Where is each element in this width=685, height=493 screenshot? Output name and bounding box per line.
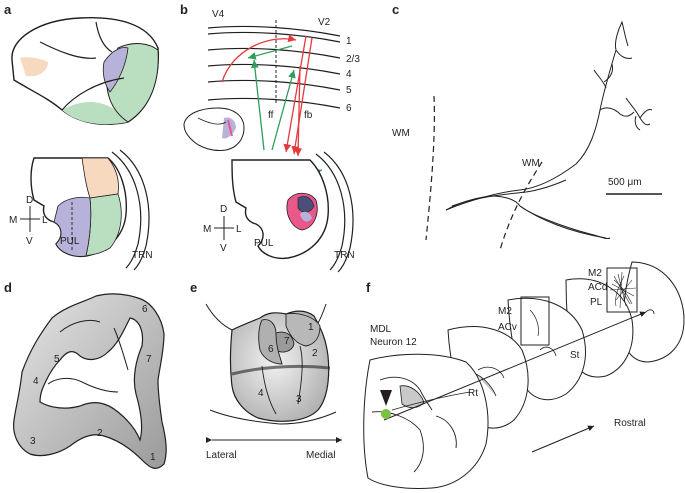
label-st: St bbox=[570, 350, 580, 361]
layer-4: 4 bbox=[346, 69, 352, 80]
region-3: 3 bbox=[296, 394, 302, 405]
pulvinar-section-a bbox=[30, 149, 150, 271]
region-2: 2 bbox=[312, 348, 318, 359]
compass-a-m: M bbox=[9, 215, 17, 226]
projection-arrow bbox=[383, 311, 647, 421]
panel-f: f MDL Neuron 12 bbox=[363, 261, 685, 489]
axon-terminal-cluster bbox=[609, 271, 637, 309]
scale-bar-label: 500 μm bbox=[608, 177, 642, 188]
soma-marker bbox=[381, 409, 391, 419]
pulvinar-section-b bbox=[231, 151, 354, 273]
trn-label-b: TRN bbox=[334, 250, 355, 261]
region-4: 4 bbox=[258, 388, 264, 399]
pul-label-a: PUL bbox=[60, 236, 80, 247]
label-rt: Rt bbox=[468, 388, 478, 399]
panel-b: b V4 V2 1 2/3 4 5 6 ff bbox=[180, 2, 360, 273]
panel-a-letter: a bbox=[4, 2, 12, 17]
panel-c: c WM WM 500 μm bbox=[392, 2, 662, 251]
label-pl: PL bbox=[590, 297, 603, 308]
lobule-7: 7 bbox=[146, 354, 152, 365]
compass-a-v: V bbox=[26, 236, 33, 247]
panel-e-letter: e bbox=[190, 280, 197, 295]
panel-c-letter: c bbox=[392, 2, 399, 17]
compass-a-d: D bbox=[26, 195, 33, 206]
axis-lateral-label: Lateral bbox=[206, 450, 237, 461]
panel-f-letter: f bbox=[366, 280, 371, 295]
wm-boundary-left bbox=[425, 95, 435, 241]
wm-boundary-center bbox=[499, 161, 543, 251]
lobule-6: 6 bbox=[142, 304, 148, 315]
axis-medial-label: Medial bbox=[306, 450, 335, 461]
region-1: 1 bbox=[308, 322, 314, 333]
label-acv: ACv bbox=[498, 322, 517, 333]
inset-box-acd bbox=[606, 267, 638, 313]
inset-box-acv bbox=[520, 296, 550, 346]
lobule-2: 2 bbox=[97, 428, 103, 439]
region-6: 6 bbox=[268, 344, 274, 355]
layer-2-3: 2/3 bbox=[346, 54, 360, 65]
cortical-layers bbox=[207, 25, 341, 109]
lobule-3: 3 bbox=[30, 436, 36, 447]
layer-5: 5 bbox=[346, 85, 352, 96]
fb-label: fb bbox=[304, 110, 313, 121]
compass-b-v: V bbox=[220, 243, 227, 254]
lobule-1: 1 bbox=[150, 452, 156, 463]
region-7: 7 bbox=[284, 336, 290, 347]
lobule-4: 4 bbox=[33, 376, 39, 387]
label-acd: ACd bbox=[588, 282, 607, 293]
panel-e: e 1 7 6 2 4 3 Lateral Medial bbox=[190, 280, 342, 461]
area-v2-label: V2 bbox=[318, 17, 331, 28]
small-brain-b bbox=[183, 107, 245, 151]
trn-label-a: TRN bbox=[132, 250, 153, 261]
wm-label-center: WM bbox=[522, 158, 540, 169]
compass-b-d: D bbox=[220, 204, 227, 215]
axon-reconstruction bbox=[445, 20, 653, 239]
label-m2-a: M2 bbox=[498, 306, 512, 317]
feedback-arrows bbox=[221, 34, 317, 178]
label-m2-b: M2 bbox=[588, 268, 602, 279]
compass-a-l: L bbox=[42, 215, 48, 226]
section-1 bbox=[363, 353, 489, 489]
monkey-brain-lateral bbox=[11, 17, 159, 125]
layer-6: 6 bbox=[346, 103, 352, 114]
ff-label: ff bbox=[268, 110, 274, 121]
cerebellar-folia-outline bbox=[13, 293, 167, 469]
pul-label-b: PUL bbox=[254, 238, 274, 249]
panel-b-letter: b bbox=[180, 2, 188, 17]
compass-b: D M L V bbox=[203, 204, 242, 254]
rostral-arrow bbox=[531, 425, 595, 453]
f-title-line1: MDL bbox=[370, 324, 392, 335]
lobule-5: 5 bbox=[54, 354, 60, 365]
compass-a: D M L V bbox=[9, 195, 48, 247]
area-v4-label: V4 bbox=[212, 9, 225, 20]
injection-site-marker bbox=[380, 390, 392, 406]
wm-label-left: WM bbox=[392, 128, 410, 139]
label-rostral: Rostral bbox=[614, 418, 646, 429]
panel-d-letter: d bbox=[4, 280, 12, 295]
compass-b-m: M bbox=[203, 224, 211, 235]
panel-d: d 6 5 7 4 2 3 1 bbox=[4, 280, 167, 469]
f-title-line2: Neuron 12 bbox=[370, 337, 417, 348]
layer-1: 1 bbox=[346, 36, 352, 47]
compass-b-l: L bbox=[236, 224, 242, 235]
panel-a: a D M L V PUL bbox=[4, 2, 159, 271]
